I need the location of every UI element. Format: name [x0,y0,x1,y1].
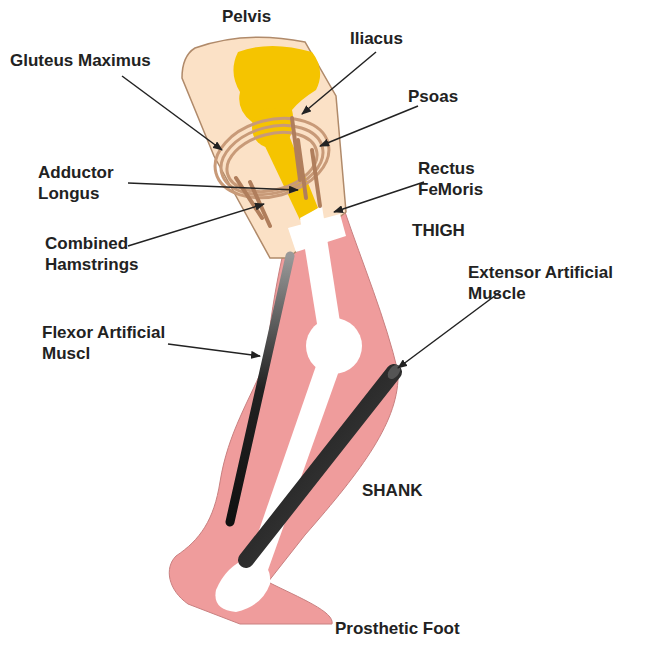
knee-joint [306,318,362,374]
muscle-rings [206,106,338,209]
part-label: Combined Hamstrings [45,233,150,275]
part-label: Psoas [408,86,458,107]
part-label: Adductor Longus [38,162,133,204]
leader-lines [122,52,500,368]
part-label: Rectus FeMoris [418,158,513,200]
part-label: Flexor Artificial Muscl [42,322,170,364]
part-label: Pelvis [222,6,271,27]
part-label: SHANK [362,480,422,501]
part-label: Extensor Artificial Muscle [468,262,628,304]
leg-outline [169,212,398,624]
part-label: Iliacus [350,28,403,49]
extensor-artificial-muscle [246,372,394,560]
thigh-socket-joint [288,214,346,252]
part-label: Prosthetic Foot [335,618,460,639]
flexor-artificial-muscle [230,256,290,522]
part-label: Gluteus Maximus [10,50,151,71]
socket [182,37,346,258]
muscle-strands [236,118,320,226]
part-label: THIGH [412,220,465,241]
